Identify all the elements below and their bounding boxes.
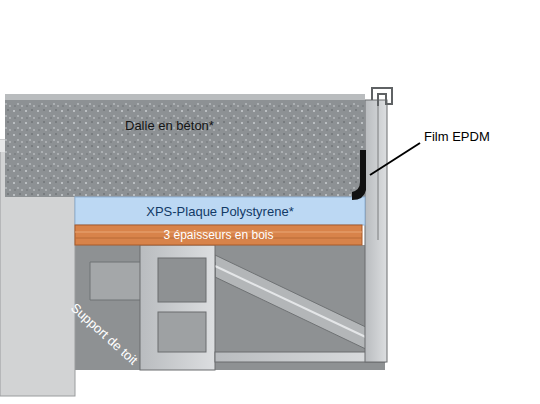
layer-name: XPS-Plaque Polystyrene* xyxy=(146,204,293,219)
wood-band: 3 épaisseurs en bois xyxy=(75,225,362,245)
leader-line xyxy=(370,143,420,175)
concrete-slab xyxy=(5,100,365,197)
epdm-film xyxy=(352,150,366,200)
layer-name: Dalle en béton* xyxy=(125,118,214,133)
frame-groove xyxy=(378,106,379,240)
part-label: Film EPDM xyxy=(424,129,490,144)
profile-hollow xyxy=(158,312,206,352)
slab-top-face xyxy=(5,94,365,100)
wood-layer xyxy=(75,225,362,245)
frame-hook xyxy=(372,88,392,106)
beam-edge xyxy=(215,266,372,340)
bottom-channel xyxy=(215,352,385,362)
layer-name: 3 épaisseurs en bois xyxy=(163,228,273,242)
profile-hollow xyxy=(158,258,206,302)
vertical-profile xyxy=(140,245,215,370)
xps-band: XPS-Plaque Polystyrene* xyxy=(75,197,365,225)
xps-layer xyxy=(75,197,365,225)
roof-support-beam xyxy=(215,255,372,352)
concrete-slab-band: Dalle en béton* xyxy=(5,100,365,197)
frame-profile xyxy=(365,100,387,362)
